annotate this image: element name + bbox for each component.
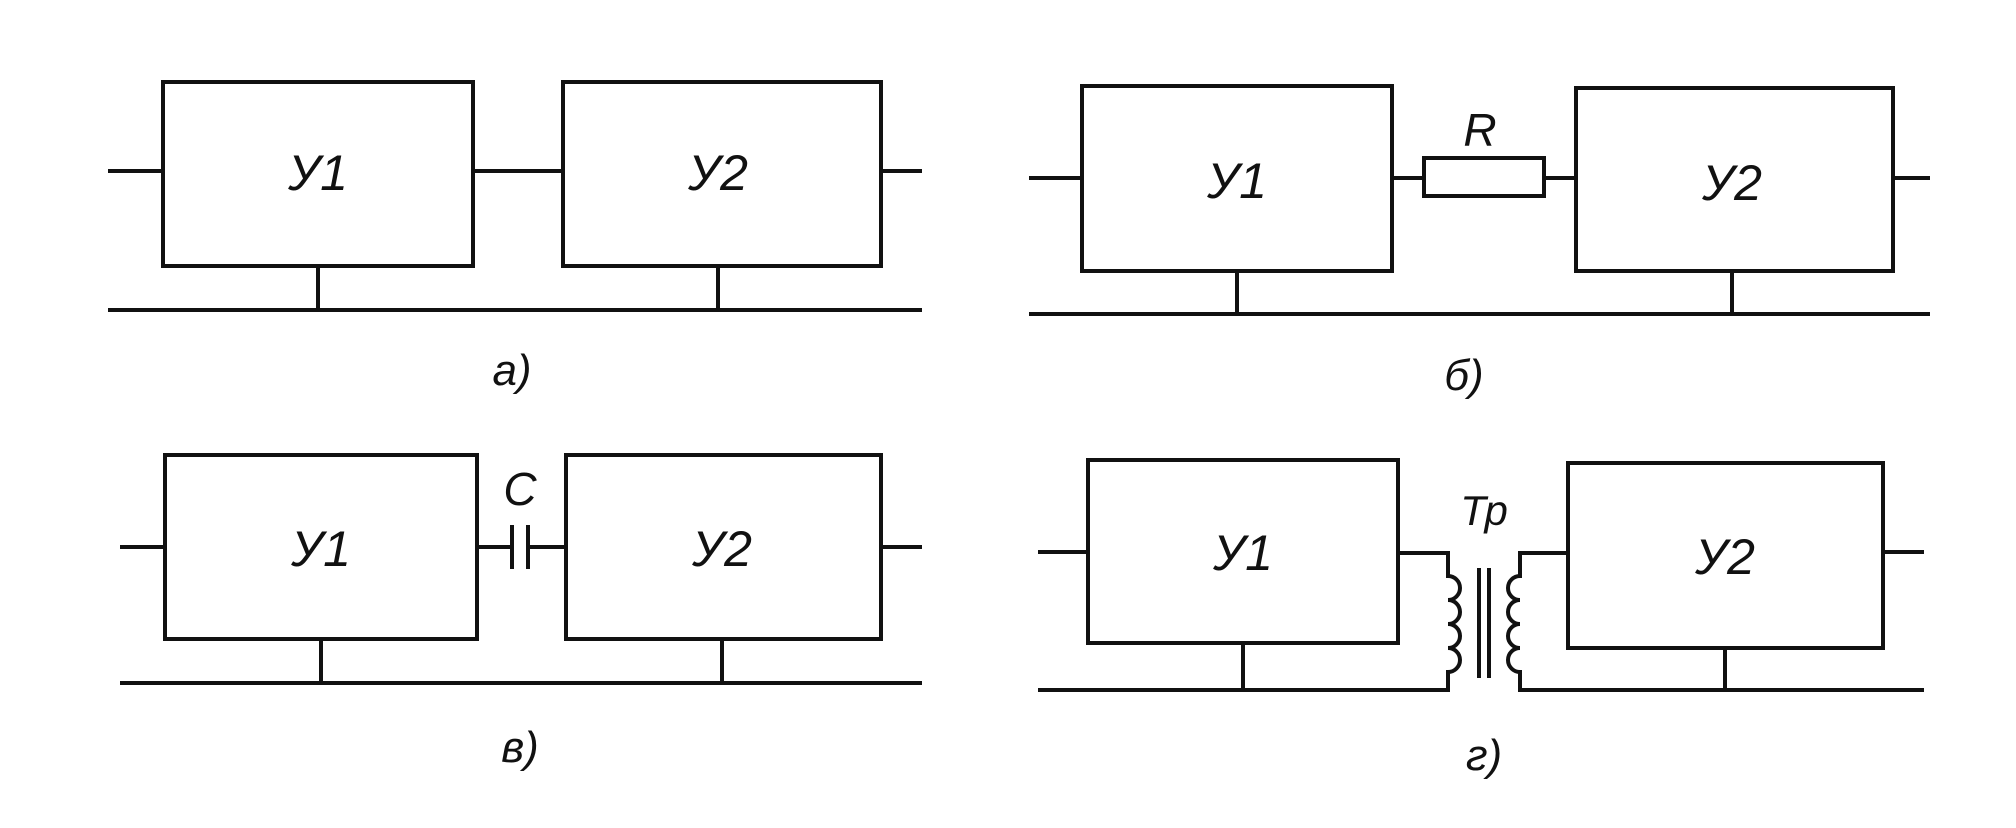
block-u2-label: У2 — [691, 521, 752, 577]
block-u1-label: У1 — [290, 521, 351, 577]
transformer-primary-winding — [1396, 551, 1462, 692]
caption-v: в) — [501, 723, 539, 772]
resistor-r — [1422, 156, 1546, 198]
caption-b: б) — [1444, 351, 1483, 400]
block-u1-label: У1 — [1206, 153, 1267, 209]
diagram-b: R У1 У2 б) — [1029, 84, 1930, 400]
diagram-v: C У1 У2 в) — [120, 453, 922, 772]
caption-g: г) — [1466, 731, 1502, 780]
diagram-a: У1 У2 а) — [108, 80, 922, 395]
block-u2-label: У2 — [1701, 155, 1762, 211]
transformer-label: Тр — [1460, 487, 1508, 534]
block-u1-label: У1 — [1212, 525, 1273, 581]
resistor-label: R — [1463, 104, 1496, 156]
block-u1-label: У1 — [287, 145, 348, 201]
amplifier-u2-block — [561, 80, 883, 268]
caption-a: а) — [492, 346, 531, 395]
transformer-secondary-winding — [1506, 551, 1570, 692]
block-u2-label: У2 — [687, 145, 748, 201]
diagram-g: Тр У1 У2 г) — [1038, 458, 1924, 780]
capacitor-label: C — [503, 463, 537, 515]
block-u2-label: У2 — [1694, 529, 1755, 585]
